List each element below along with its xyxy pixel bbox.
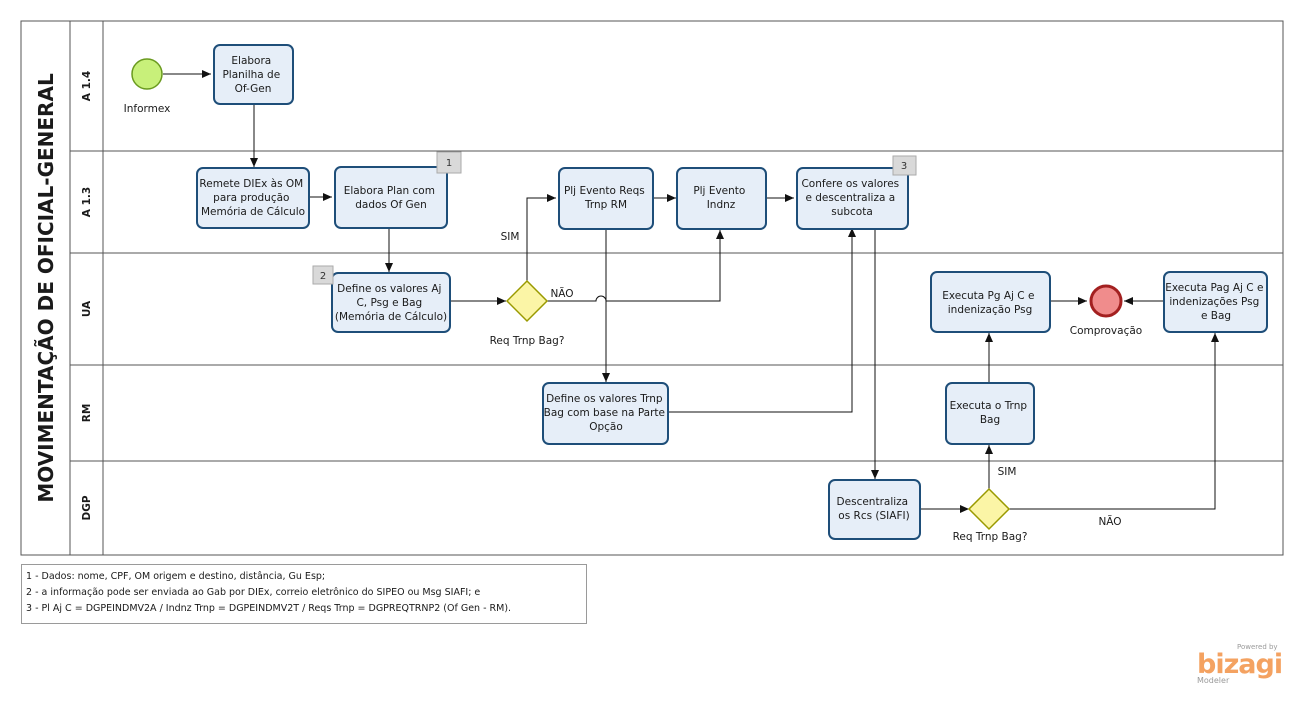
task-line: Memória de Cálculo [201, 206, 305, 218]
task-line: C, Psg e Bag [356, 297, 422, 309]
end-event-label: Comprovação [1070, 325, 1142, 337]
svg-text:Executa o Trnp Bag: Executa o Trnp Bag [950, 400, 1031, 426]
task-line: Opção [589, 421, 623, 433]
annotation-3[interactable]: 3 [892, 155, 917, 176]
task-plj-evento-reqs[interactable]: Plj Evento Reqs Trnp RM [558, 167, 654, 230]
task-line: Remete DIEx às OM [199, 178, 303, 190]
task-line: Bag com base na Parte [544, 407, 665, 419]
lanes: A 1.4 A 1.3 UA RM DGP [70, 71, 1283, 521]
lane-label-a14: A 1.4 [81, 71, 93, 101]
task-executa-pag-aj[interactable]: Executa Pag Aj C e indenizações Psg e Ba… [1163, 271, 1268, 333]
task-line: Descentraliza [837, 496, 909, 508]
svg-text:Define os valores Trnp B: Define os valores Trnp Bag com base na P… [544, 393, 669, 433]
svg-text:Executa Pag Aj C e inden: Executa Pag Aj C e indenizações Psg e Ba… [1165, 282, 1267, 322]
start-event[interactable] [131, 58, 163, 90]
task-line: Plj Evento Reqs [564, 185, 645, 197]
task-remete-diex[interactable]: Remete DIEx às OM para produção Memória … [196, 167, 310, 229]
annotation-2[interactable]: 2 [312, 265, 334, 285]
task-executa-pg-aj[interactable]: Executa Pg Aj C e indenização Psg [930, 271, 1051, 333]
svg-text:Confere os valores e des: Confere os valores e descentraliza a sub… [801, 178, 902, 218]
lane-label-rm: RM [81, 404, 93, 423]
task-line: Trnp RM [584, 199, 627, 211]
note-line: 1 - Dados: nome, CPF, OM origem e destin… [26, 571, 326, 582]
connectors [163, 70, 1219, 513]
pool-title: MOVIMENTAÇÃO DE OFICIAL-GENERAL [34, 73, 58, 503]
gateway-label: Req Trnp Bag? [953, 531, 1028, 543]
gateway-no-label: NÃO [1098, 515, 1121, 528]
task-line: os Rcs (SIAFI) [838, 510, 909, 522]
lane-label-ua: UA [81, 300, 93, 317]
task-line: e Bag [1201, 310, 1231, 322]
annotation-number: 1 [446, 158, 452, 169]
task-elabora-planilha[interactable]: Elabora Planilha de Of-Gen [213, 44, 294, 105]
svg-text:Elabora Plan com dados O: Elabora Plan com dados Of Gen [344, 185, 439, 211]
gateway-req-trnp-bag-ua[interactable] [505, 279, 549, 323]
task-line: (Memória de Cálculo) [335, 311, 447, 323]
modeler-text: Modeler [1197, 676, 1230, 685]
task-line: Bag [980, 414, 1000, 426]
task-line: Executa o Trnp [950, 400, 1028, 412]
gateway-no-label: NÃO [550, 287, 573, 300]
gateway-yes-label: SIM [501, 231, 520, 243]
task-line: indenizações Psg [1169, 296, 1259, 308]
notes-box: 1 - Dados: nome, CPF, OM origem e destin… [21, 564, 587, 624]
svg-text:Plj Evento Indnz: Plj Evento Indnz [693, 185, 748, 211]
powered-by-text: Powered by [1237, 643, 1278, 651]
task-elabora-plan[interactable]: Elabora Plan com dados Of Gen [334, 166, 448, 229]
gateway-label: Req Trnp Bag? [490, 335, 565, 347]
bizagi-branding: Powered by bizagi Modeler [1197, 643, 1287, 688]
svg-text:Elabora Planilha de: Elabora Planilha de Of-Gen [222, 55, 283, 95]
start-event-label: Informex [124, 103, 171, 115]
task-line: subcota [831, 206, 873, 218]
task-line: Indnz [707, 199, 736, 211]
task-line: Executa Pag Aj C e [1165, 282, 1263, 294]
task-line: Confere os valores [801, 178, 899, 190]
annotation-number: 2 [320, 271, 326, 282]
task-line: dados Of Gen [355, 199, 427, 211]
task-line: Of-Gen [235, 83, 272, 95]
annotation-1[interactable]: 1 [436, 151, 462, 174]
task-line: Define os valores Trnp [546, 393, 663, 405]
gateway-req-trnp-bag-dgp[interactable] [967, 487, 1011, 531]
task-line: Executa Pg Aj C e [942, 290, 1034, 302]
lane-label-a13: A 1.3 [81, 187, 93, 217]
annotation-number: 3 [901, 161, 907, 172]
pool: MOVIMENTAÇÃO DE OFICIAL-GENERAL [20, 20, 1284, 556]
task-define-valores-trnp[interactable]: Define os valores Trnp Bag com base na P… [542, 382, 669, 445]
svg-text:Descentraliza os Rcs (SI: Descentraliza os Rcs (SIAFI) [837, 496, 912, 522]
lane-label-dgp: DGP [81, 495, 93, 520]
note-line: 3 - Pl Aj C = DGPEINDMV2A / Indnz Trnp =… [26, 603, 512, 614]
task-line: indenização Psg [948, 304, 1032, 316]
svg-text:Remete DIEx às OM para p: Remete DIEx às OM para produção Memória … [199, 178, 306, 218]
note-line: 2 - a informação pode ser enviada ao Gab… [26, 587, 481, 598]
task-line: Define os valores Aj [337, 283, 441, 295]
task-line: Plj Evento [693, 185, 745, 197]
task-descentraliza-rcs[interactable]: Descentraliza os Rcs (SIAFI) [828, 479, 921, 540]
gateway-yes-label: SIM [998, 466, 1017, 478]
bizagi-logo: bizagi [1197, 649, 1283, 680]
task-executa-trnp-bag[interactable]: Executa o Trnp Bag [945, 382, 1035, 445]
task-define-valores-aj[interactable]: Define os valores Aj C, Psg e Bag (Memór… [331, 272, 451, 333]
task-line: para produção [213, 192, 289, 204]
svg-text:Executa Pg Aj C e indeni: Executa Pg Aj C e indenização Psg [942, 290, 1038, 316]
task-line: Planilha de [222, 69, 280, 81]
task-line: Elabora Plan com [344, 185, 435, 197]
task-line: Elabora [231, 55, 271, 67]
svg-text:Define os valores Aj C,: Define os valores Aj C, Psg e Bag (Memór… [335, 283, 447, 323]
task-plj-evento-indnz[interactable]: Plj Evento Indnz [676, 167, 767, 230]
end-event[interactable] [1089, 284, 1123, 318]
svg-text:Plj Evento Reqs Trnp RM: Plj Evento Reqs Trnp RM [564, 185, 648, 211]
task-line: e descentraliza a [805, 192, 895, 204]
task-confere-valores[interactable]: Confere os valores e descentraliza a sub… [796, 167, 909, 230]
